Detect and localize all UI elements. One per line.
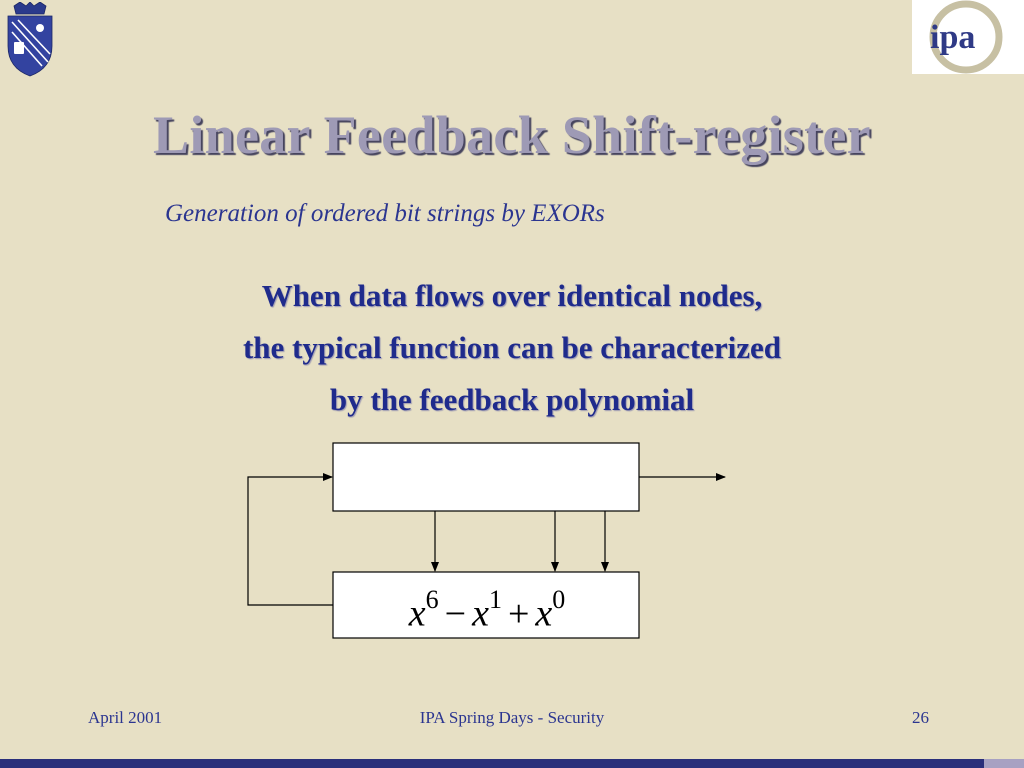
polynomial-exponent: 0 (552, 585, 566, 614)
polynomial-operator: − (444, 592, 467, 635)
body-line: the typical function can be characterize… (242, 330, 782, 365)
slide-title: Linear Feedback Shift-register (153, 105, 871, 165)
slide-body: When data flows over identical nodes, th… (0, 270, 1024, 426)
body-line: When data flows over identical nodes, (261, 278, 763, 313)
feedback-polynomial: x6−x1+x0 (338, 572, 636, 636)
ipa-logo-text: ipa (930, 19, 975, 56)
polynomial-box (332, 571, 640, 639)
footer-title: IPA Spring Days - Security (419, 708, 605, 727)
university-crest-logo (7, 2, 53, 77)
slide-subtitle: Generation of ordered bit strings by EXO… (165, 200, 605, 227)
shift-register-box (332, 442, 640, 512)
polynomial-variable: x (535, 592, 553, 635)
bottom-bar-accent (984, 759, 1024, 768)
polynomial-exponent: 1 (488, 585, 502, 614)
feedback-path (247, 473, 333, 606)
polynomial-operator: + (507, 592, 530, 635)
polynomial-exponent: 6 (425, 585, 439, 614)
bottom-bar (0, 759, 984, 768)
polynomial-variable: x (408, 592, 426, 635)
ipa-logo: ipa (912, 0, 1024, 74)
polynomial-variable: x (472, 592, 489, 635)
body-line: by the feedback polynomial (329, 382, 695, 417)
page-number: 26 (912, 708, 929, 727)
footer-date: April 2001 (88, 708, 163, 727)
